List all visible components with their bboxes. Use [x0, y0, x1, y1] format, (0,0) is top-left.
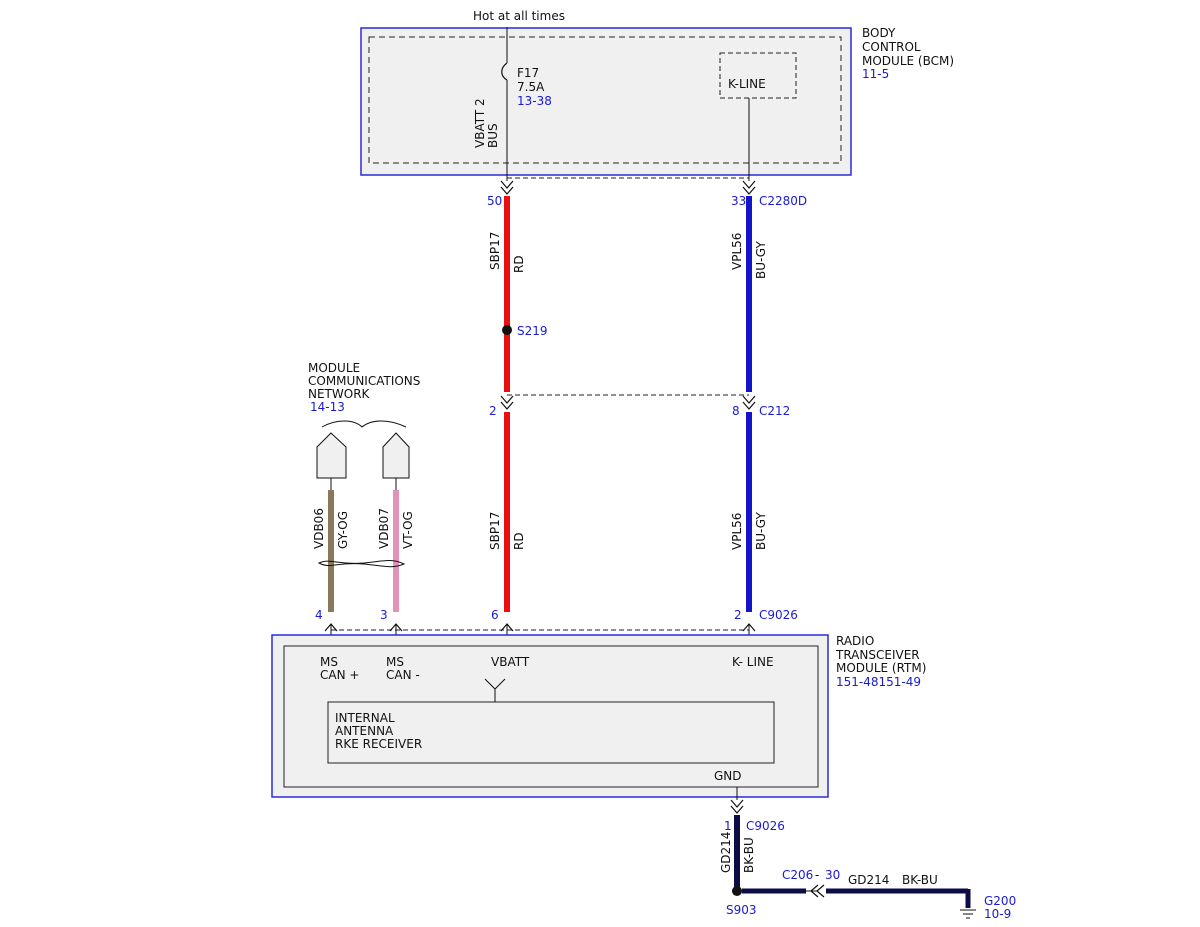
network-bracket	[321, 420, 407, 428]
wire-sbp17-lower-color: RD	[512, 532, 526, 550]
wire-sbp17-upper-circuit: SBP17	[488, 232, 502, 270]
fuse-name: F17	[517, 66, 539, 80]
rtm-name-line1: RADIO	[836, 634, 874, 648]
rtm-pin-can-plus-line1: MS	[320, 655, 338, 669]
fuse-rating: 7.5A	[517, 80, 545, 94]
bcm-inner-boundary	[368, 36, 842, 164]
rtm-pin-kline: K- LINE	[732, 655, 774, 669]
rtm-pin-vbatt: VBATT	[491, 655, 530, 669]
c2280d-pin50: 50	[487, 194, 502, 208]
bcm-kline-label: K-LINE	[728, 77, 766, 91]
wire-vdb07-circuit: VDB07	[377, 508, 391, 549]
c9026-gnd-pin-symbol	[730, 799, 744, 814]
c206-name: C206	[782, 868, 813, 882]
antenna-icon	[484, 678, 506, 702]
bcm-module: K-LINE	[360, 27, 852, 176]
c9026-pin4: 4	[315, 608, 323, 622]
rtm-name-line2: TRANSCEIVER	[835, 648, 920, 662]
c212-name: C212	[759, 404, 790, 418]
rtm-antenna-box	[327, 701, 775, 764]
bcm-name-line2: CONTROL	[862, 40, 921, 54]
bcm-name-line1: BODY	[862, 26, 896, 40]
c9026-gnd-pin: 1	[724, 819, 732, 833]
c9026-pin6: 6	[491, 608, 499, 622]
wire-gd214-horizontal-color: BK-BU	[902, 873, 938, 887]
c212-pin2: 2	[489, 404, 497, 418]
ground-point-ref: 10-9	[984, 907, 1011, 921]
c2280d-pin33: 33	[731, 194, 746, 208]
c2280d-name: C2280D	[759, 194, 807, 208]
rtm-ref: 151-48151-49	[836, 675, 921, 689]
wire-gd214-horizontal-circuit: GD214	[848, 873, 889, 887]
wire-vpl56-upper-color: BU-GY	[754, 241, 768, 279]
network-can-plus-arrow	[316, 432, 347, 479]
bus-label-line2: BUS	[486, 123, 500, 148]
rtm-name-line3: MODULE (RTM)	[836, 661, 926, 675]
wire-vpl56-lower-color: BU-GY	[754, 512, 768, 550]
bcm-ref: 11-5	[862, 67, 889, 81]
splice-s219-dot	[502, 325, 512, 335]
c206-separator: -	[815, 868, 819, 882]
wire-vpl56-upper-circuit: VPL56	[730, 233, 744, 270]
splice-s903-label: S903	[726, 903, 757, 917]
rtm-inner-line1: INTERNAL	[335, 711, 395, 725]
rtm-pin-can-minus-line1: MS	[386, 655, 404, 669]
wire-gd214-vertical-color: BK-BU	[742, 837, 756, 873]
bus-label-line1: VBATT 2	[473, 98, 487, 148]
network-name-line3: NETWORK	[308, 387, 371, 401]
power-source-label: Hot at all times	[473, 9, 565, 23]
c206-pin: 30	[825, 868, 840, 882]
wire-vdb07-color: VT-OG	[401, 511, 415, 549]
splice-s219-label: S219	[517, 324, 548, 338]
fuse-ref: 13-38	[517, 94, 552, 108]
ground-point-name: G200	[984, 894, 1016, 908]
rtm-inner-line2: ANTENNA	[335, 724, 394, 738]
c212-pin8-symbol	[742, 395, 756, 410]
c212-pin8: 8	[732, 404, 740, 418]
network-name-line1: MODULE	[308, 361, 360, 375]
bcm-outline	[360, 27, 852, 176]
c9026-pin2: 2	[734, 608, 742, 622]
bcm-name-line3: MODULE (BCM)	[862, 54, 954, 68]
c9026-pin3: 3	[380, 608, 388, 622]
twisted-pair-symbol	[317, 560, 406, 568]
wire-vdb06-color: GY-OG	[336, 511, 350, 549]
wire-vdb06-circuit: VDB06	[312, 508, 326, 549]
c2280d-pin50-symbol	[500, 180, 514, 195]
wire-sbp17-lower-circuit: SBP17	[488, 512, 502, 550]
wire-gd214-vertical-circuit: GD214	[719, 832, 733, 873]
wire-vpl56-lower-circuit: VPL56	[730, 513, 744, 550]
splice-s903-dot	[732, 886, 742, 896]
rtm-pin-can-minus-line2: CAN -	[386, 668, 420, 682]
wire-sbp17-upper-color: RD	[512, 255, 526, 273]
c9026-name: C9026	[759, 608, 798, 622]
network-can-minus-arrow	[382, 432, 410, 479]
network-name-line2: COMMUNICATIONS	[308, 374, 420, 388]
rtm-module	[271, 634, 829, 798]
fuse-symbol	[501, 62, 508, 81]
bcm-kline-box	[719, 52, 797, 99]
rtm-pin-gnd: GND	[714, 769, 742, 783]
ground-icon	[960, 909, 976, 919]
c212-pin2-symbol	[500, 395, 514, 410]
rtm-pin-can-plus-line2: CAN +	[320, 668, 359, 682]
c2280d-pin33-symbol	[742, 180, 756, 195]
c9026-gnd-name: C9026	[746, 819, 785, 833]
rtm-inner-line3: RKE RECEIVER	[335, 737, 422, 751]
network-ref: 14-13	[310, 400, 345, 414]
